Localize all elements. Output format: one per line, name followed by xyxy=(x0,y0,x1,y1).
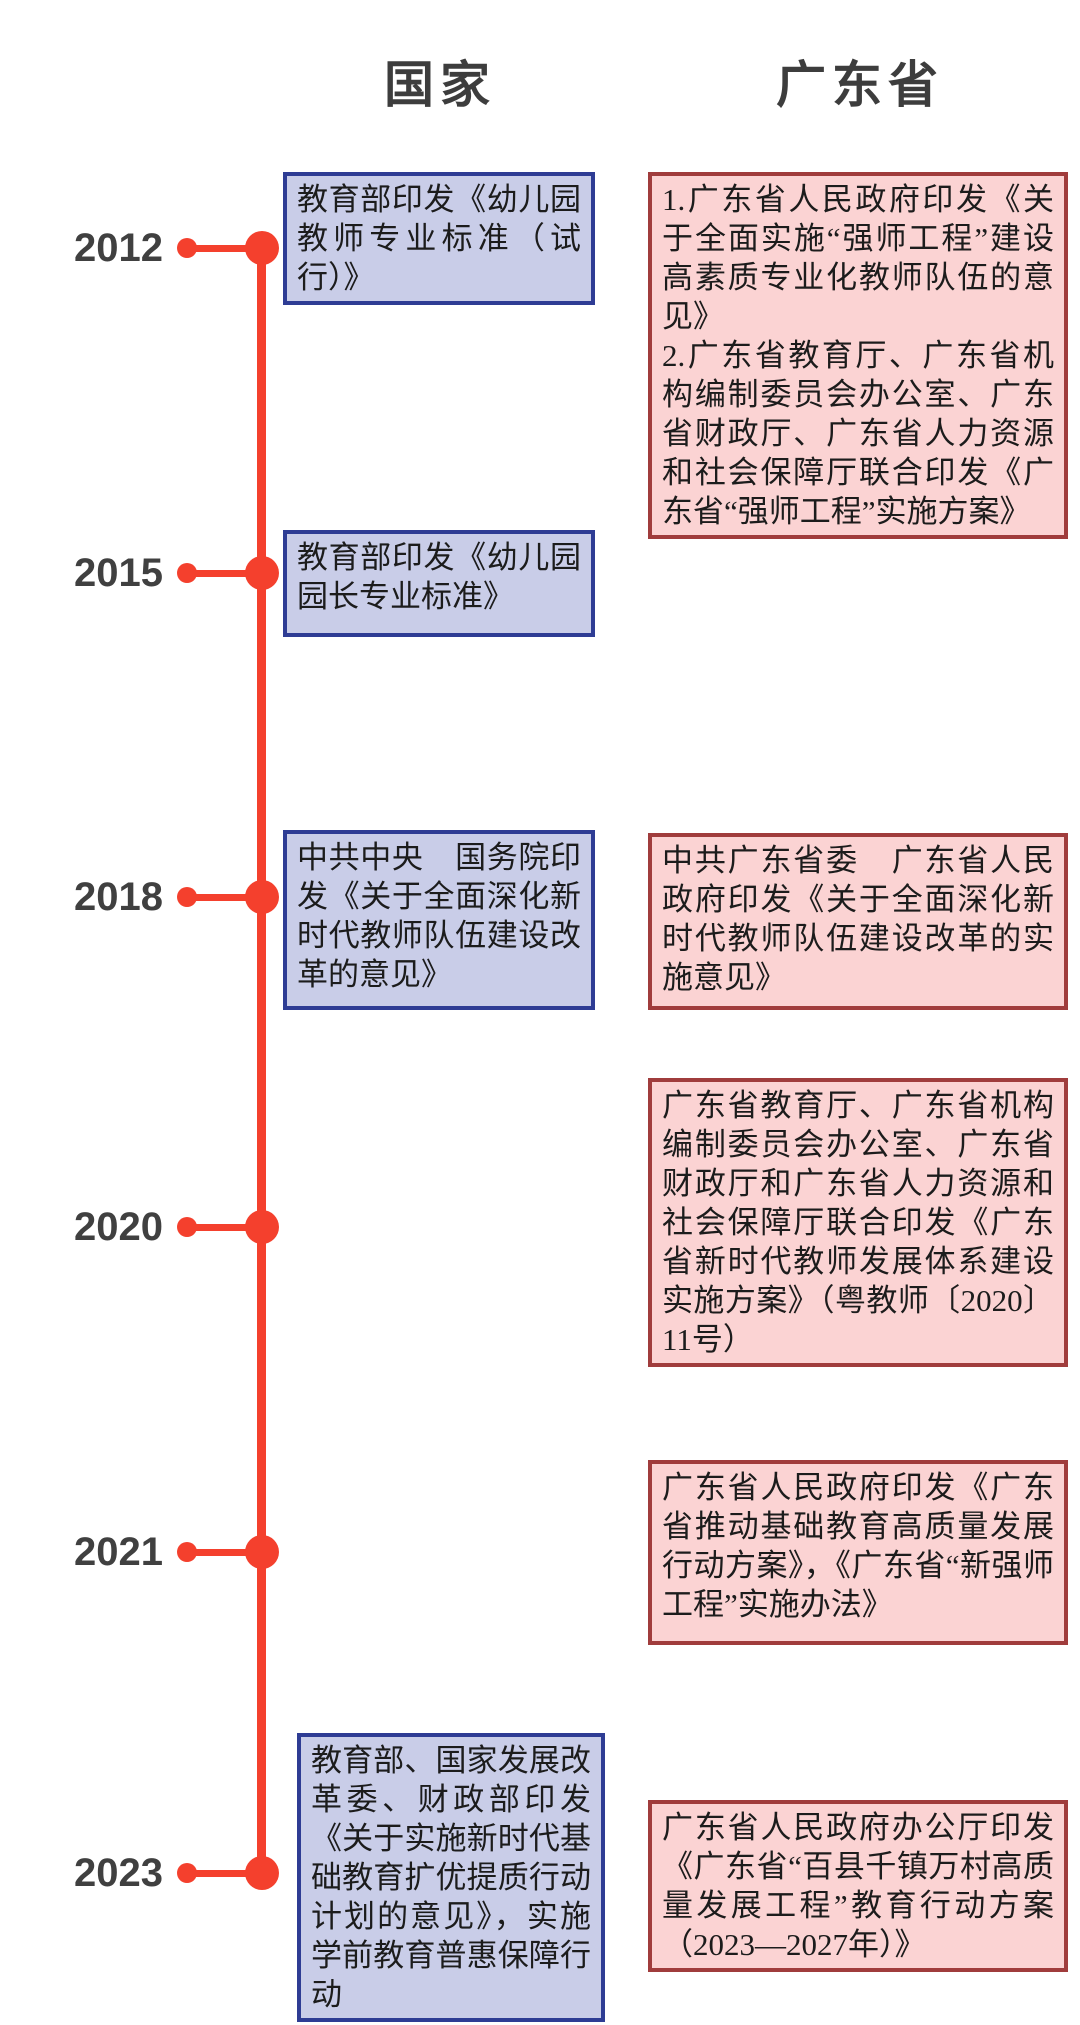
guangdong-policy-box-2018: 中共广东省委 广东省人民政府印发《关于全面深化新时代教师队伍建设改革的实施意见》 xyxy=(648,833,1068,1010)
year-connector-line xyxy=(187,1870,262,1877)
policy-text: 教育部印发《幼儿园教师专业标准（试行）》 xyxy=(297,182,581,295)
guangdong-policy-box-2020: 广东省教育厅、广东省机构编制委员会办公室、广东省财政厅和广东省人力资源和社会保障… xyxy=(648,1078,1068,1367)
policy-text: 广东省教育厅、广东省机构编制委员会办公室、广东省财政厅和广东省人力资源和社会保障… xyxy=(662,1088,1054,1357)
policy-text: 1.广东省人民政府印发《关于全面实施“强师工程”建设高素质专业化教师队伍的意见》 xyxy=(662,182,1054,334)
year-label-2021: 2021 xyxy=(74,1530,163,1574)
timeline-node-dot-icon xyxy=(245,1535,279,1569)
policy-text: 中共中央 国务院印发《关于全面深化新时代教师队伍建设改革的意见》 xyxy=(297,840,581,992)
policy-text: 中共广东省委 广东省人民政府印发《关于全面深化新时代教师队伍建设改革的实施意见》 xyxy=(662,843,1054,995)
timeline-node-dot-icon xyxy=(245,1210,279,1244)
guangdong-policy-box-2023: 广东省人民政府办公厅印发《广东省“百县千镇万村高质量发展工程”教育行动方案（20… xyxy=(648,1800,1068,1972)
policy-text: 教育部、国家发展改革委、财政部印发《关于实施新时代基础教育扩优提质行动计划的意见… xyxy=(311,1743,591,2012)
year-connector-line xyxy=(187,570,262,577)
national-policy-box-2023: 教育部、国家发展改革委、财政部印发《关于实施新时代基础教育扩优提质行动计划的意见… xyxy=(297,1733,605,2022)
year-label-2020: 2020 xyxy=(74,1205,163,1249)
national-policy-box-2012: 教育部印发《幼儿园教师专业标准（试行）》 xyxy=(283,172,595,305)
timeline-node-dot-icon xyxy=(245,1856,279,1890)
timeline-node-dot-icon xyxy=(245,880,279,914)
year-connector-line xyxy=(187,1549,262,1556)
timeline-node-dot-icon xyxy=(245,556,279,590)
year-connector-line xyxy=(187,245,262,252)
national-policy-box-2018: 中共中央 国务院印发《关于全面深化新时代教师队伍建设改革的意见》 xyxy=(283,830,595,1010)
year-label-2012: 2012 xyxy=(74,226,163,270)
policy-text: 广东省人民政府办公厅印发《广东省“百县千镇万村高质量发展工程”教育行动方案（20… xyxy=(662,1810,1054,1962)
year-label-2023: 2023 xyxy=(74,1851,163,1895)
guangdong-policy-box-2012: 1.广东省人民政府印发《关于全面实施“强师工程”建设高素质专业化教师队伍的意见》… xyxy=(648,172,1068,539)
national-policy-box-2015: 教育部印发《幼儿园园长专业标准》 xyxy=(283,530,595,637)
policy-text: 教育部印发《幼儿园园长专业标准》 xyxy=(297,540,581,614)
timeline-axis-line xyxy=(257,248,266,1873)
column-title-national: 国家 xyxy=(384,57,496,113)
column-title-guangdong: 广东省 xyxy=(776,57,944,113)
year-connector-line xyxy=(187,894,262,901)
year-label-2018: 2018 xyxy=(74,875,163,919)
timeline-node-dot-icon xyxy=(245,231,279,265)
guangdong-policy-box-2021: 广东省人民政府印发《广东省推动基础教育高质量发展行动方案》，《广东省“新强师工程… xyxy=(648,1460,1068,1645)
policy-text: 2.广东省教育厅、广东省机构编制委员会办公室、广东省财政厅、广东省人力资源和社会… xyxy=(662,338,1054,529)
year-connector-line xyxy=(187,1224,262,1231)
policy-text: 广东省人民政府印发《广东省推动基础教育高质量发展行动方案》，《广东省“新强师工程… xyxy=(662,1470,1054,1622)
year-label-2015: 2015 xyxy=(74,551,163,595)
